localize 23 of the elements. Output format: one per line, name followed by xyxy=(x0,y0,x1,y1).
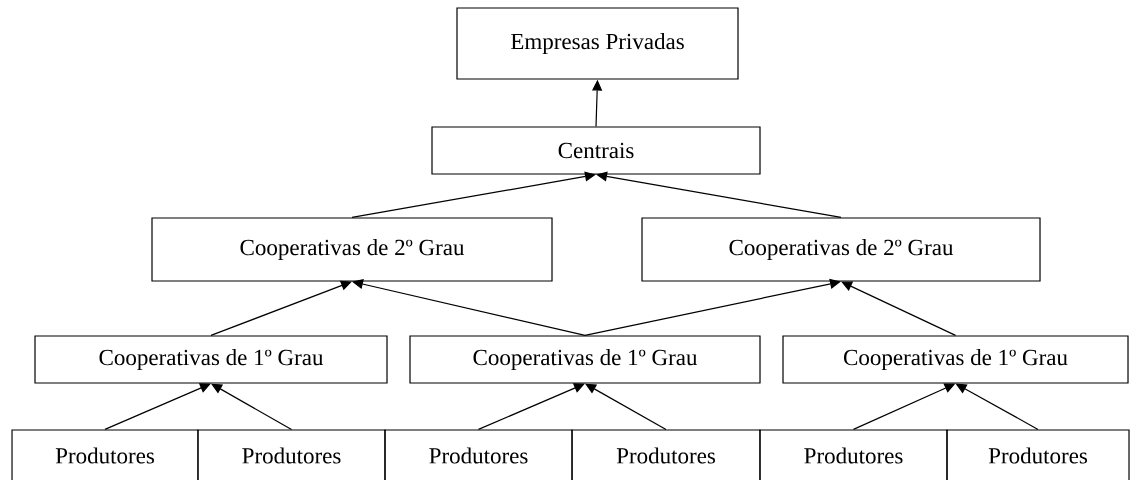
arrow xyxy=(211,383,293,430)
box: Produtores xyxy=(759,429,948,480)
box: Produtores xyxy=(11,429,199,480)
arrow xyxy=(210,280,352,336)
box: Cooperativas de 1º Grau xyxy=(782,335,1129,384)
box: Produtores xyxy=(946,429,1130,480)
box: Empresas Privadas xyxy=(456,7,739,80)
arrow xyxy=(351,171,596,218)
box: Produtores xyxy=(384,429,573,480)
box: Centrais xyxy=(431,126,761,175)
box: Produtores xyxy=(197,429,386,480)
arrow xyxy=(584,278,841,336)
box: Cooperativas de 2º Grau xyxy=(151,217,553,282)
box: Produtores xyxy=(571,429,761,480)
arrow xyxy=(841,281,957,336)
arrow xyxy=(477,383,585,430)
arrow xyxy=(104,383,211,430)
box: Cooperativas de 1º Grau xyxy=(409,335,761,384)
box: Cooperativas de 1º Grau xyxy=(34,335,388,384)
arrow xyxy=(352,279,586,336)
arrow xyxy=(596,171,842,218)
box: Cooperativas de 2º Grau xyxy=(641,217,1041,282)
arrow xyxy=(585,383,667,430)
